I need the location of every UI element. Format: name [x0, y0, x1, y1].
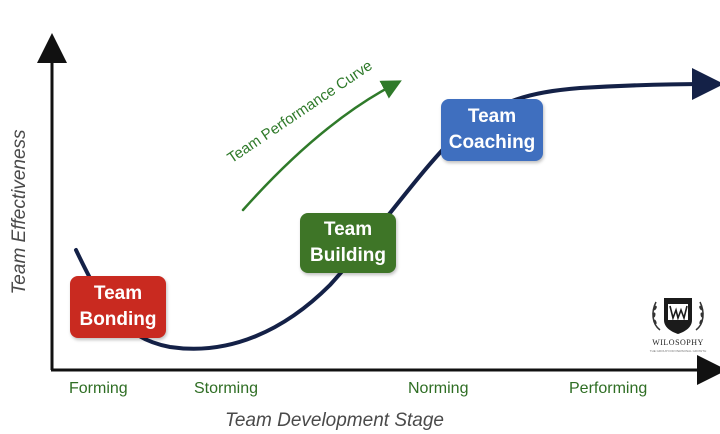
- logo-tagline: THE GROUP FOR PERSONAL GROWTH: [649, 349, 707, 353]
- team-bonding-line2: Bonding: [79, 309, 157, 330]
- team-bonding-line1: Team: [93, 283, 143, 304]
- team-coaching-line1: Team: [467, 106, 517, 127]
- trend-arrow: [241, 80, 402, 212]
- team-bonding-box: Team Bonding: [70, 276, 166, 338]
- team-coaching-line2: Coaching: [448, 132, 536, 153]
- team-building-line1: Team: [323, 219, 373, 240]
- team-coaching-box: Team Coaching: [441, 99, 543, 161]
- x-axis-title: Team Development Stage: [225, 410, 444, 431]
- stage-label-forming: Forming: [69, 380, 128, 397]
- stage-label-storming: Storming: [194, 380, 259, 397]
- team-building-line2: Building: [310, 245, 386, 266]
- stage-label-performing: Performing: [569, 380, 648, 397]
- wilosophy-logo: WILOSOPHY THE GROUP FOR PERSONAL GROWTH: [646, 290, 710, 364]
- logo-crest-icon: [652, 298, 704, 334]
- team-building-box: Team Building: [300, 213, 396, 273]
- logo-wordmark: WILOSOPHY: [652, 338, 704, 347]
- stage-label-norming: Norming: [408, 380, 469, 397]
- y-axis-title: Team Effectiveness: [9, 129, 30, 295]
